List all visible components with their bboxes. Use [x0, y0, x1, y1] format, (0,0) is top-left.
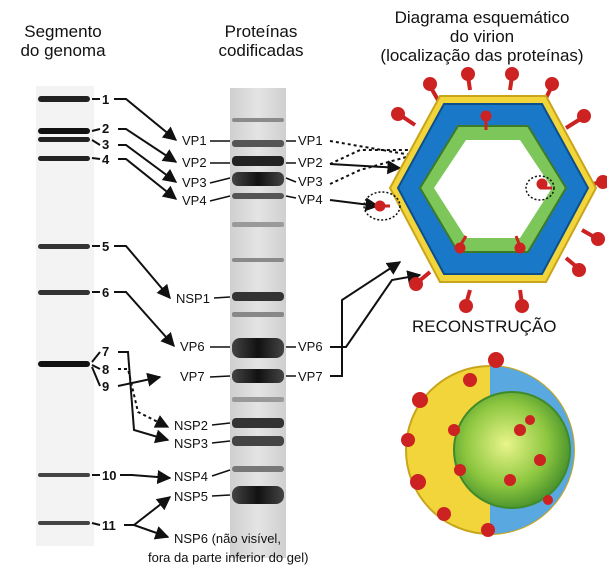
encoded-protein-labels: VP1 VP2 VP3 VP4 NSP1 VP6 VP7 NSP2 NSP3 N…: [148, 133, 308, 565]
virion-schematic: [363, 67, 607, 313]
segment-protein-arrows: [114, 98, 178, 540]
encoded-vp7-label: VP7: [180, 369, 205, 384]
protein-bands: [232, 118, 284, 504]
segment-2-label: 2: [102, 121, 109, 136]
segment-11-label: 11: [102, 518, 116, 533]
segment-6-label: 6: [102, 285, 109, 300]
gel-protein-labels: VP1 VP2 VP3 VP4 VP6 VP7: [285, 133, 323, 384]
nsp6-note-line2: fora da parte inferior do gel): [148, 550, 308, 565]
encoded-vp6-label: VP6: [180, 339, 205, 354]
protein-gel-lane: [230, 88, 286, 558]
proteins-header-line1: Proteínas: [224, 22, 298, 41]
gel-vp3-label: VP3: [298, 174, 323, 189]
gel-vp6-label: VP6: [298, 339, 323, 354]
segment-3-label: 3: [102, 137, 109, 152]
reconstruction-label: RECONSTRUÇÃO: [412, 317, 557, 336]
segment-9-label: 9: [102, 379, 109, 394]
segment-10-label: 10: [102, 468, 116, 483]
schematic-header-line3: (localização das proteínas): [380, 46, 584, 65]
encoded-vp3-label: VP3: [182, 175, 207, 190]
genome-header-line1: Segmento: [24, 22, 102, 41]
encoded-nsp3-label: NSP3: [174, 436, 208, 451]
segment-7-label: 7: [102, 344, 109, 359]
inner-spikes: [374, 110, 552, 254]
nsp6-note-line1: NSP6 (não visível,: [174, 531, 281, 546]
encoded-nsp1-label: NSP1: [176, 291, 210, 306]
encoded-nsp2-label: NSP2: [174, 418, 208, 433]
segment-1-label: 1: [102, 92, 109, 107]
segment-8-label: 8: [102, 362, 109, 377]
segment-numbers: 1 2 3 4 5 6 7 8 9 10 11: [91, 92, 116, 533]
gel-virion-arrows: [329, 140, 524, 377]
gel-vp2-label: VP2: [298, 155, 323, 170]
segment-5-label: 5: [102, 239, 109, 254]
encoded-nsp4-label: NSP4: [174, 469, 208, 484]
encoded-nsp5-label: NSP5: [174, 489, 208, 504]
encoded-vp4-label: VP4: [182, 193, 207, 208]
gel-vp4-label: VP4: [298, 192, 323, 207]
genome-bands: [38, 96, 90, 525]
genome-segment-header: Segmento do genoma: [8, 22, 118, 60]
reconstruction-model: [401, 352, 575, 537]
reconstruction-spikes: [401, 352, 553, 537]
genome-gel-lane: [36, 86, 94, 546]
genome-header-line2: do genoma: [20, 41, 106, 60]
schematic-header: Diagrama esquemático do virion (localiza…: [362, 8, 602, 65]
encoded-vp1-label: VP1: [182, 133, 207, 148]
segment-4-label: 4: [102, 152, 110, 167]
encoded-proteins-header: Proteínas codificadas: [196, 22, 326, 60]
gel-vp7-label: VP7: [298, 369, 323, 384]
schematic-header-line2: do virion: [449, 27, 515, 46]
gel-vp1-label: VP1: [298, 133, 323, 148]
schematic-header-line1: Diagrama esquemático: [394, 8, 570, 27]
encoded-vp2-label: VP2: [182, 155, 207, 170]
proteins-header-line2: codificadas: [218, 41, 304, 60]
